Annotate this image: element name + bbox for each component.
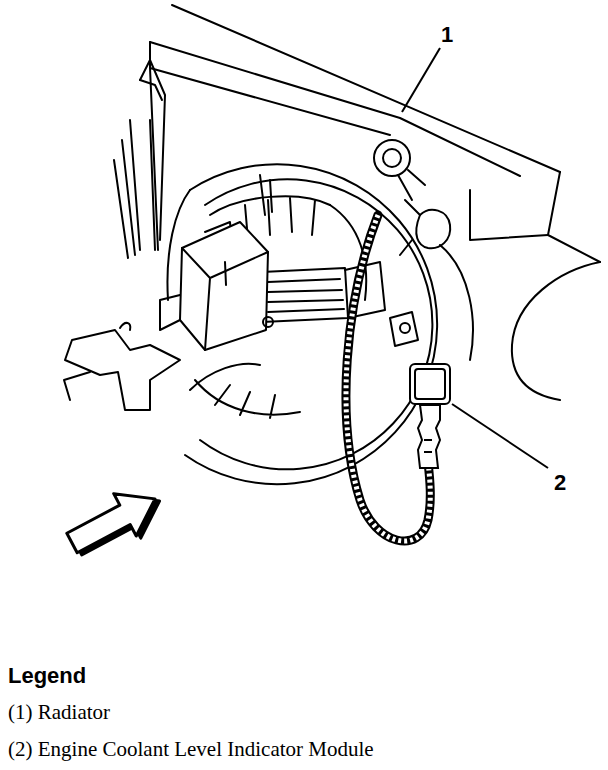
- arrow-body: [61, 478, 167, 565]
- leader-line: [452, 404, 548, 468]
- callout-number: 2: [554, 470, 566, 495]
- legend-heading: Legend: [8, 663, 86, 688]
- relay-bracket: [160, 295, 180, 330]
- module-connector: [418, 405, 440, 468]
- lower-bracket: [65, 330, 180, 410]
- coolant-level-module: [410, 364, 450, 468]
- module-housing: [415, 369, 445, 399]
- radiator-neck: [374, 140, 410, 176]
- radiator-side: [440, 245, 473, 360]
- radiator-top-edge: [172, 5, 560, 172]
- relay-bracket: [180, 222, 268, 350]
- callout-number: 1: [441, 22, 453, 47]
- legend-entry: (2) Engine Coolant Level Indicator Modul…: [8, 737, 374, 761]
- view-arrow: [61, 476, 171, 567]
- fan-blade: [195, 380, 300, 418]
- mount-bracket: [390, 312, 418, 346]
- legend-text: (2) Engine Coolant Level Indicator Modul…: [8, 737, 374, 761]
- legend-entry: (1) Radiator: [8, 700, 110, 724]
- lower-bracket: [64, 372, 90, 400]
- radiator-line-art: [64, 5, 600, 484]
- legend-text: (1) Radiator: [8, 700, 110, 724]
- hose-outlet: [416, 210, 450, 248]
- radiator-neck: [383, 149, 401, 167]
- module-housing: [410, 364, 450, 404]
- wiring-harness: [140, 80, 162, 100]
- fan-blade: [260, 175, 272, 215]
- radiator-tank-edge: [150, 42, 520, 176]
- relay-bracket: [263, 317, 273, 327]
- module-connector: [424, 440, 432, 452]
- radiator-side: [548, 172, 600, 262]
- relay-bracket: [225, 262, 226, 285]
- fan-brace: [262, 268, 348, 322]
- fan-brace: [268, 279, 344, 312]
- radiator-side: [512, 262, 600, 400]
- lower-bracket: [120, 323, 130, 330]
- leader-line: [402, 48, 440, 112]
- wiring-harness: [114, 60, 165, 258]
- relay-bracket: [182, 248, 268, 350]
- radiator-tank-edge: [150, 68, 390, 135]
- lower-bracket: [190, 364, 260, 390]
- radiator-side: [470, 190, 548, 240]
- radiator-neck: [398, 170, 425, 200]
- mount-bracket: [400, 323, 410, 333]
